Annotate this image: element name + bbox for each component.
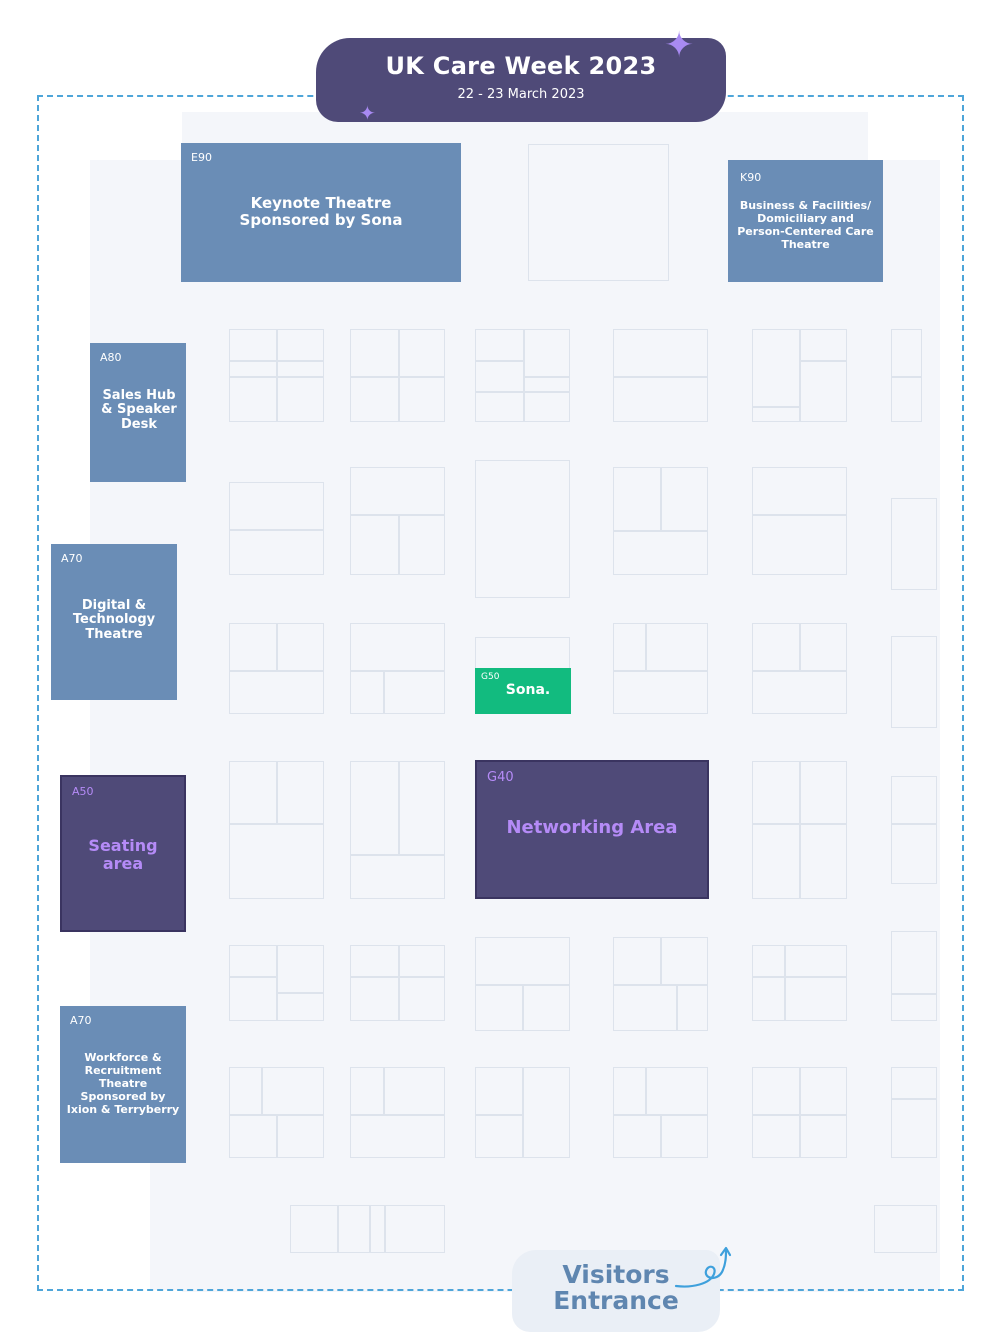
booth[interactable] bbox=[350, 623, 445, 714]
booth[interactable] bbox=[891, 329, 922, 422]
entrance-line-1: Visitors bbox=[562, 1260, 670, 1289]
booth[interactable] bbox=[891, 931, 937, 1021]
booth[interactable] bbox=[475, 460, 570, 598]
zone-name: Seating area bbox=[88, 836, 158, 873]
zone-sona-stand[interactable]: G50 Sona. bbox=[475, 668, 571, 714]
booth[interactable] bbox=[350, 1067, 445, 1158]
booth[interactable] bbox=[752, 623, 847, 714]
booth[interactable] bbox=[229, 1067, 324, 1158]
booth[interactable] bbox=[613, 937, 708, 1031]
zone-code: E90 bbox=[191, 151, 212, 164]
booth[interactable] bbox=[475, 1067, 570, 1158]
booth[interactable] bbox=[891, 776, 937, 884]
zone-name: Sales Hub & Speaker Desk bbox=[101, 388, 177, 432]
booth[interactable] bbox=[891, 636, 937, 728]
sparkle-icon: ✦ bbox=[664, 25, 695, 66]
booth[interactable] bbox=[613, 623, 708, 714]
zone-name: Digital & Technology Theatre bbox=[72, 598, 156, 642]
event-date: 22 - 23 March 2023 bbox=[457, 87, 585, 102]
sparkle-icon: ✦ bbox=[359, 101, 376, 125]
zone-code: A70 bbox=[61, 552, 83, 565]
booth[interactable] bbox=[350, 945, 445, 1021]
booth[interactable] bbox=[613, 467, 708, 575]
zone-name: Keynote Theatre Sponsored by Sona bbox=[239, 194, 403, 229]
event-header: UK Care Week 2023 22 - 23 March 2023 bbox=[316, 38, 726, 122]
booth[interactable] bbox=[350, 467, 445, 575]
sona-logo: Sona. bbox=[505, 682, 551, 698]
zone-name: Networking Area bbox=[506, 817, 678, 838]
zone-sales-hub[interactable]: A80 Sales Hub & Speaker Desk bbox=[90, 343, 186, 482]
booth[interactable] bbox=[891, 1067, 937, 1158]
zone-code: K90 bbox=[740, 171, 762, 184]
zone-code: A70 bbox=[70, 1014, 92, 1027]
booth[interactable] bbox=[874, 1205, 937, 1253]
zone-care-theatre[interactable]: K90 Business & Facilities/ Domiciliary a… bbox=[728, 160, 883, 282]
zone-seating-area[interactable]: A50 Seating area bbox=[60, 775, 186, 932]
event-title: UK Care Week 2023 bbox=[385, 52, 657, 80]
booth[interactable] bbox=[752, 467, 847, 575]
zone-code: A50 bbox=[72, 785, 94, 798]
curly-arrow-icon bbox=[674, 1246, 732, 1288]
zone-digital-theatre[interactable]: A70 Digital & Technology Theatre bbox=[51, 544, 177, 700]
booth[interactable] bbox=[475, 937, 570, 1031]
booth[interactable] bbox=[229, 761, 324, 899]
booth[interactable] bbox=[613, 1067, 708, 1158]
entrance-line-2: Entrance bbox=[553, 1285, 679, 1315]
booth[interactable] bbox=[229, 329, 324, 422]
zone-workforce-theatre[interactable]: A70 Workforce & Recruitment Theatre Spon… bbox=[60, 1006, 186, 1163]
visitors-entrance[interactable]: Visitors Entrance bbox=[512, 1250, 720, 1332]
booth[interactable] bbox=[229, 482, 324, 575]
booth[interactable] bbox=[290, 1205, 445, 1253]
booth[interactable] bbox=[229, 945, 324, 1021]
booth[interactable] bbox=[752, 1067, 847, 1158]
zone-name: Workforce & Recruitment Theatre Sponsore… bbox=[66, 1051, 180, 1116]
booth[interactable] bbox=[350, 329, 445, 422]
booth[interactable] bbox=[229, 623, 324, 714]
booth[interactable] bbox=[891, 498, 937, 590]
booth[interactable] bbox=[350, 761, 445, 899]
booth[interactable] bbox=[752, 761, 847, 899]
zone-code: G50 bbox=[481, 672, 500, 682]
booth[interactable] bbox=[752, 945, 847, 1021]
zone-keynote-theatre[interactable]: E90 Keynote Theatre Sponsored by Sona bbox=[181, 143, 461, 282]
zone-name: Business & Facilities/ Domiciliary and P… bbox=[737, 199, 874, 251]
booth[interactable] bbox=[475, 329, 570, 422]
zone-code: A80 bbox=[100, 351, 122, 364]
booth[interactable] bbox=[528, 144, 669, 281]
booth[interactable] bbox=[613, 329, 708, 422]
booth[interactable] bbox=[752, 329, 847, 422]
zone-networking-area[interactable]: G40 Networking Area bbox=[475, 760, 709, 899]
zone-code: G40 bbox=[487, 770, 514, 785]
